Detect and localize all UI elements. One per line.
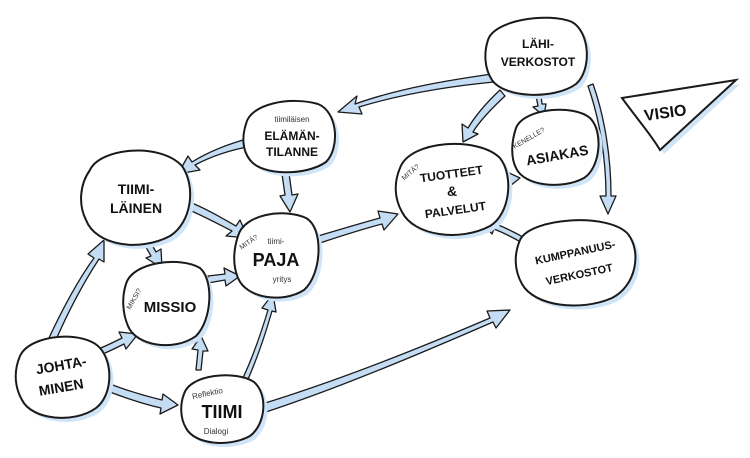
elamantilanne-line1: ELÄMÄN- <box>264 128 319 143</box>
arrow-lahiverkostot-to-tuotteet <box>461 89 506 143</box>
node-elamantilanne: tiimiläisen ELÄMÄN- TILANNE <box>242 100 340 177</box>
node-tiimi: Reflektio TIIMI Dialogi <box>180 374 268 447</box>
arrow-johtaminen-to-missio <box>95 331 139 357</box>
tiimilainen-line2: LÄINEN <box>110 200 162 216</box>
node-kumppanuus: KUMPPANUUS- VERKOSTOT <box>514 219 640 310</box>
paja-main: PAJA <box>253 250 300 270</box>
node-asiakas: KENELLE? ASIAKAS <box>511 108 603 189</box>
lahiverkostot-line1: LÄHI- <box>522 36 554 51</box>
tiimi-bottom: Dialogi <box>204 427 229 436</box>
tuotteet-line2: & <box>447 183 457 199</box>
arrow-missio-to-paja <box>207 267 241 287</box>
node-paja: MITÄ? tiimi- PAJA yritys <box>233 212 323 302</box>
arrow-tiimi-to-missio <box>191 335 209 371</box>
arrow-johtaminen-to-tiimi <box>96 379 179 415</box>
visio-main: VISIO <box>643 102 688 125</box>
lahiverkostot-line2: VERKOSTOT <box>501 55 576 69</box>
node-tiimilainen: TIIMI- LÄINEN <box>80 149 195 249</box>
johtaminen-line2: MINEN <box>38 375 85 399</box>
arrows <box>47 73 617 415</box>
arrow-lahiverkostot-to-kumppanuus <box>587 83 617 215</box>
elamantilanne-line2: TILANNE <box>266 145 318 159</box>
node-visio: VISIO <box>620 78 740 154</box>
node-lahiverkostot: LÄHI- VERKOSTOT <box>484 16 591 99</box>
arrow-tiimi-to-kumppanuus <box>261 309 511 413</box>
node-missio: MIKSI? MISSIO <box>122 261 214 350</box>
paja-top: tiimi- <box>268 237 285 246</box>
paja-bottom: yritys <box>273 275 292 284</box>
arrow-lahiverkostot-to-elamantilanne <box>337 73 495 115</box>
missio-main: MISSIO <box>144 299 197 316</box>
tiimilainen-line1: TIIMI- <box>118 181 155 197</box>
node-johtaminen: JOHTA- MINEN <box>14 335 114 422</box>
arrow-tiimi-to-paja <box>239 293 277 387</box>
tiimi-main: TIIMI <box>202 402 243 422</box>
arrow-paja-to-tuotteet <box>317 210 399 244</box>
elamantilanne-pre: tiimiläisen <box>274 115 309 124</box>
arrow-johtaminen-to-tiimilainen <box>47 239 105 343</box>
arrow-elamantilanne-to-tiimilainen <box>177 137 253 175</box>
node-tuotteet: MITÄ? TUOTTEET & PALVELUT <box>394 142 513 239</box>
